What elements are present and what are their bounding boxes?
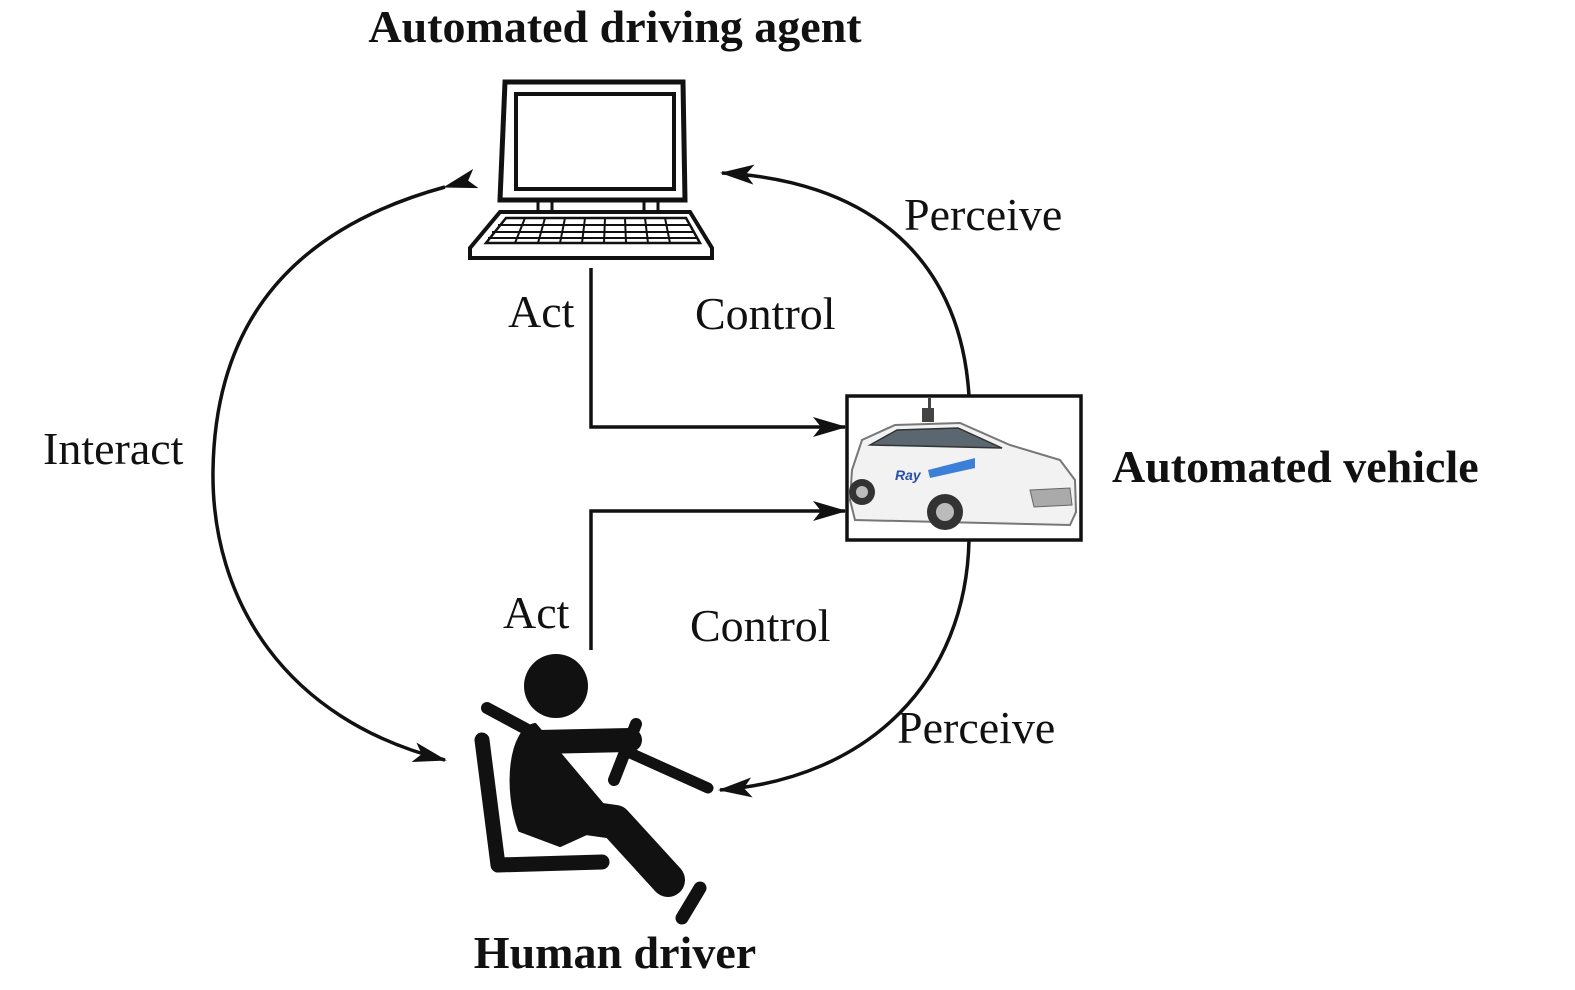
driver-title: Human driver (474, 927, 756, 978)
agent-act-label: Act (508, 286, 575, 337)
driver-act-label: Act (503, 587, 570, 638)
car-photo: Ray (845, 394, 1083, 542)
agent-act-arrow (589, 268, 847, 437)
driver-control-label: Control (690, 600, 831, 651)
laptop-icon (468, 79, 714, 260)
vehicle-to-driver-perceive-arrow (718, 539, 971, 798)
agent-control-label: Control (695, 288, 836, 339)
interact-arrow (211, 168, 479, 762)
interact-label: Interact (43, 423, 184, 474)
agent-title: Automated driving agent (368, 1, 862, 52)
vehicle-title: Automated vehicle (1112, 441, 1479, 492)
vehicle-to-agent-perceive-label: Perceive (904, 189, 1062, 240)
driver-act-arrow (589, 501, 847, 650)
vehicle-to-driver-perceive-label: Perceive (897, 702, 1055, 753)
vehicle-to-agent-perceive-arrow (720, 164, 971, 397)
car-badge: Ray (895, 467, 922, 483)
seated-driver-icon (474, 654, 714, 925)
